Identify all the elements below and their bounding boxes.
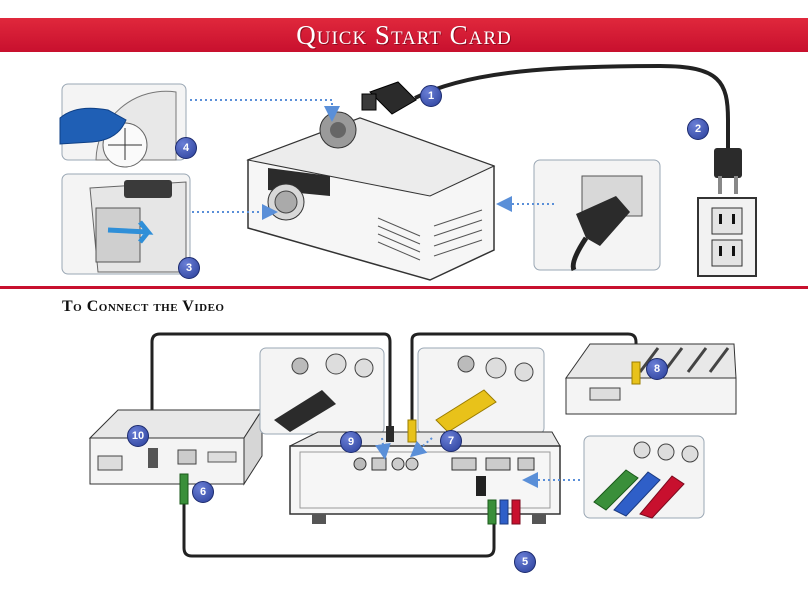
component-cable bbox=[182, 500, 496, 558]
step-badge-1: 1 bbox=[420, 85, 442, 107]
step-badge-5: 5 bbox=[514, 551, 536, 573]
section-divider bbox=[0, 286, 808, 289]
composite-plug bbox=[407, 419, 417, 443]
power-inlet-inset bbox=[533, 159, 661, 272]
component-inset bbox=[583, 435, 705, 519]
composite-inset bbox=[417, 347, 545, 435]
video-source-right bbox=[565, 343, 737, 415]
projector-top bbox=[246, 111, 496, 281]
power-connector bbox=[361, 81, 417, 115]
power-plug bbox=[714, 148, 742, 194]
s-video-cable bbox=[150, 332, 392, 446]
step-badge-7: 7 bbox=[440, 430, 462, 452]
dvd-player-left bbox=[88, 408, 263, 486]
wall-outlet bbox=[697, 197, 757, 277]
s-video-plug bbox=[386, 426, 394, 442]
step-badge-2: 2 bbox=[687, 118, 709, 140]
step-badge-6: 6 bbox=[192, 481, 214, 503]
section-title: To Connect the Video bbox=[62, 298, 225, 315]
page-title: Quick Start Card bbox=[296, 20, 512, 50]
step-badge-9: 9 bbox=[340, 431, 362, 453]
step-badge-3: 3 bbox=[178, 257, 200, 279]
header-banner bbox=[0, 18, 808, 52]
composite-cable bbox=[410, 332, 638, 428]
step-badge-10: 10 bbox=[127, 425, 149, 447]
step-badge-4: 4 bbox=[175, 137, 197, 159]
component-connector-left bbox=[179, 473, 189, 505]
s-video-inset bbox=[259, 347, 385, 435]
step-badge-8: 8 bbox=[646, 358, 668, 380]
power-button-inset bbox=[59, 83, 187, 168]
component-plug-green bbox=[487, 499, 497, 525]
lens-cap-inset bbox=[61, 173, 191, 275]
component-plug-red bbox=[511, 499, 521, 525]
power-cord bbox=[414, 63, 730, 150]
component-plug-blue bbox=[499, 499, 509, 525]
